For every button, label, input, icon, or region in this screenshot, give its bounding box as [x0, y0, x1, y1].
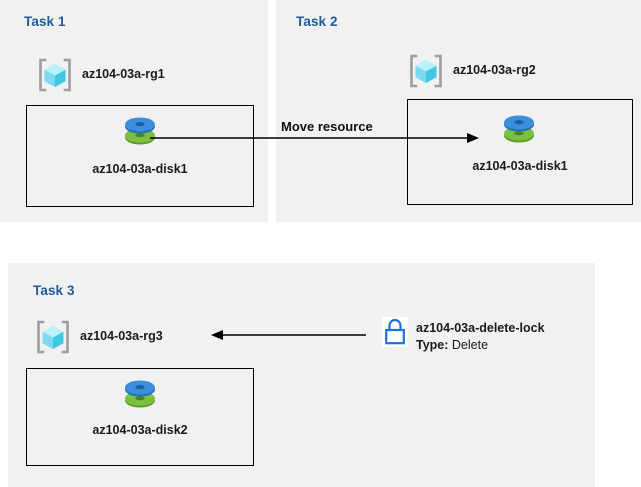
disk-label-disk1-moved: az104-03a-disk1	[472, 159, 568, 173]
resource-group-label-rg1: az104-03a-rg1	[82, 67, 165, 81]
lock-type-value: Delete	[451, 338, 489, 352]
disk-icon	[119, 112, 161, 154]
arrow-label-move-resource: Move resource	[281, 119, 373, 134]
disk-icon	[119, 375, 161, 417]
disk-label-disk2: az104-03a-disk2	[92, 423, 188, 437]
resource-group-label-rg3: az104-03a-rg3	[80, 329, 163, 343]
disk-label-disk1: az104-03a-disk1	[92, 162, 188, 176]
resource-group-icon	[36, 56, 74, 94]
lock-name-label: az104-03a-delete-lock	[416, 321, 545, 335]
panel-title-task-2: Task 2	[296, 14, 338, 29]
resource-group-box-task-1	[26, 105, 254, 207]
panel-task-2: Task 2 az104-03a-rg2 az104-0	[276, 0, 641, 222]
panel-title-task-1: Task 1	[24, 14, 66, 29]
panel-title-task-3: Task 3	[33, 283, 75, 298]
panel-task-1: Task 1 az104-03a-rg1	[0, 0, 268, 222]
resource-group-box-task-2	[407, 99, 633, 205]
resource-group-icon	[407, 52, 445, 90]
disk-icon	[498, 110, 540, 152]
lock-type-key: Type:	[416, 338, 449, 352]
resource-group-icon	[34, 318, 72, 356]
panel-task-3: Task 3 az104-03a-rg3 az104-0	[8, 263, 595, 487]
resource-group-label-rg2: az104-03a-rg2	[453, 63, 536, 77]
lock-type-label: Type: Delete	[416, 338, 488, 352]
lock-icon	[382, 317, 408, 347]
resource-group-box-task-3	[26, 368, 254, 466]
